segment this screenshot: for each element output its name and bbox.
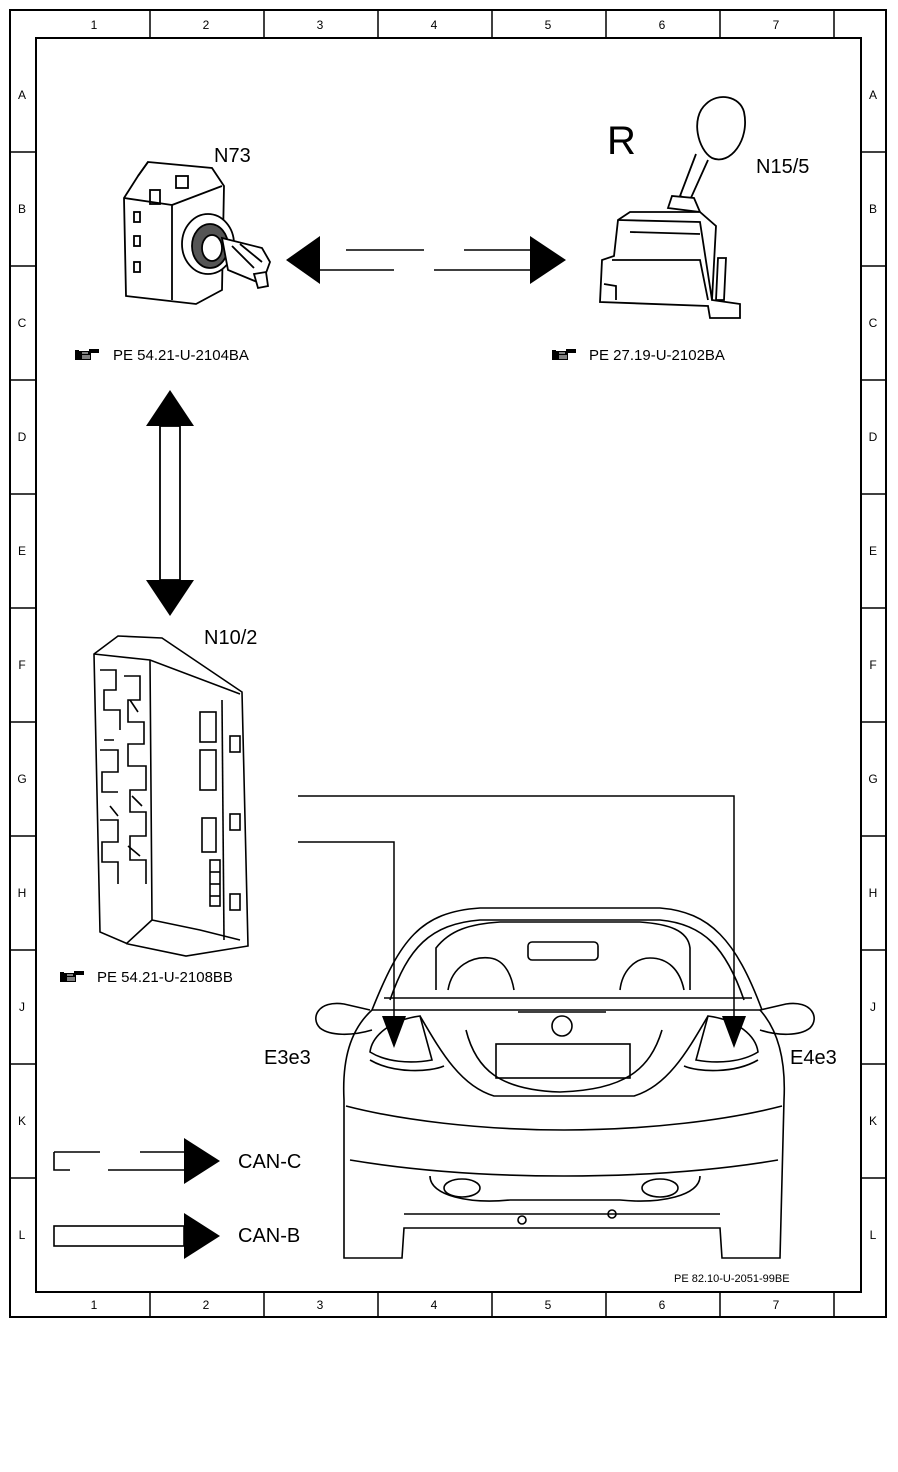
column-label: 5: [545, 1298, 552, 1312]
signal-arrow-e4e3: [722, 1016, 746, 1048]
inner-frame: [35, 37, 862, 1293]
row-label: L: [870, 1228, 877, 1242]
gear-letter: R: [607, 119, 636, 163]
row-ruler: [10, 151, 886, 1179]
e3e3-label: E3e3: [264, 1047, 311, 1069]
n15-5-gear-selector: [599, 96, 746, 319]
signal-arrow-e3e3: [382, 1016, 406, 1048]
column-label: 4: [431, 18, 438, 32]
row-label: H: [869, 886, 878, 900]
row-label: J: [19, 1000, 25, 1014]
pointing-hand-icon: [74, 348, 100, 361]
pointing-hand-icon: [551, 348, 577, 361]
row-label: B: [18, 202, 26, 216]
n15-5-ref: PE 27.19-U-2102BA: [589, 347, 725, 364]
row-label: H: [18, 886, 27, 900]
column-labels-top: 1 2 3 4 5 6 7: [91, 18, 780, 32]
column-label: 2: [203, 1298, 210, 1312]
column-label: 1: [91, 1298, 98, 1312]
legend-can-c: [53, 1138, 220, 1184]
row-label: K: [18, 1114, 26, 1128]
row-label: E: [869, 544, 877, 558]
column-label: 1: [91, 18, 98, 32]
lamp-signal-lines: [298, 795, 735, 1018]
legend-can-b-label: CAN-B: [238, 1225, 300, 1247]
pointing-hand-icon: [59, 970, 85, 983]
row-labels-right: A B C D E F G H J K L: [868, 88, 877, 1242]
can-c-bus-arrow-top: [286, 236, 566, 284]
column-labels-bottom: 1 2 3 4 5 6 7: [91, 1298, 780, 1312]
row-label: C: [18, 316, 27, 330]
column-ruler: [149, 10, 835, 1317]
column-label: 5: [545, 18, 552, 32]
column-label: 2: [203, 18, 210, 32]
row-label: J: [870, 1000, 876, 1014]
row-label: D: [869, 430, 878, 444]
figure-ref: PE 82.10-U-2051-99BE: [674, 1273, 790, 1285]
row-label: K: [869, 1114, 877, 1128]
column-label: 3: [317, 18, 324, 32]
e4e3-label: E4e3: [790, 1047, 837, 1069]
legend-can-b: [53, 1213, 220, 1259]
n73-ref: PE 54.21-U-2104BA: [113, 347, 249, 364]
n10-2-control-module: [93, 635, 249, 957]
n15-5-label: N15/5: [756, 156, 809, 178]
n10-2-ref: PE 54.21-U-2108BB: [97, 969, 233, 986]
n73-ignition-switch: [123, 161, 271, 305]
column-label: 7: [773, 18, 780, 32]
column-label: 6: [659, 1298, 666, 1312]
column-label: 7: [773, 1298, 780, 1312]
row-labels-left: A B C D E F G H J K L: [17, 88, 26, 1242]
row-label: E: [18, 544, 26, 558]
row-label: G: [868, 772, 877, 786]
can-b-bus-arrow-vertical: [146, 390, 194, 616]
row-label: D: [18, 430, 27, 444]
row-label: C: [869, 316, 878, 330]
n73-label: N73: [214, 145, 251, 167]
legend-can-c-label: CAN-C: [238, 1151, 301, 1173]
row-label: F: [869, 658, 876, 672]
n10-2-label: N10/2: [204, 627, 257, 649]
column-label: 6: [659, 18, 666, 32]
column-label: 3: [317, 1298, 324, 1312]
outer-frame: [9, 9, 887, 1318]
row-label: L: [19, 1228, 26, 1242]
row-label: A: [869, 88, 877, 102]
row-label: A: [18, 88, 26, 102]
row-label: B: [869, 202, 877, 216]
vehicle-rear-view: [315, 907, 815, 1259]
row-label: G: [17, 772, 26, 786]
row-label: F: [18, 658, 25, 672]
column-label: 4: [431, 1298, 438, 1312]
